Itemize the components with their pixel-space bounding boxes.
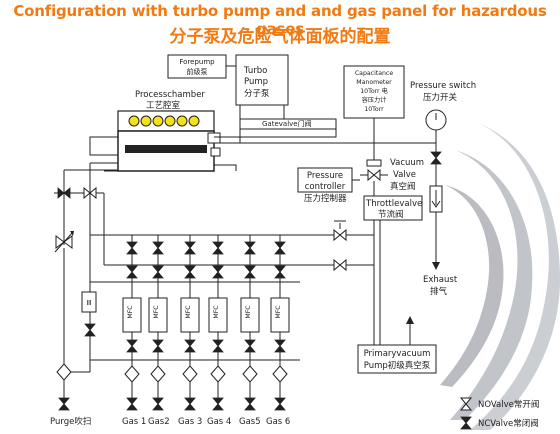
wafer-platen xyxy=(125,145,207,153)
primary-vacuum-label-zh: Pump初级真空泵 xyxy=(364,360,431,371)
gas-stick-2: MFC xyxy=(148,235,168,411)
turbo-pump-label-zh: 分子泵 xyxy=(244,89,270,99)
heater-lamps xyxy=(128,115,200,127)
mfc-2-label: MFC xyxy=(153,305,160,318)
legend-nc-valve-icon xyxy=(460,416,472,430)
turbo-pump-label-2: Pump xyxy=(244,77,268,87)
filter-box xyxy=(81,291,97,313)
process-chamber-label: Processchamber xyxy=(135,90,205,100)
capacitance-label-5: 10Torr xyxy=(364,106,384,113)
throttle-valve-box xyxy=(363,195,423,221)
process-chamber-label-zh: 工艺腔室 xyxy=(146,100,181,111)
vacuum-valve-symbol xyxy=(367,169,381,181)
capacitance-label-3: 10Torr 电 xyxy=(360,87,388,95)
exhaust-label: Exhaust xyxy=(423,275,458,285)
gas-label-3: Gas 3 xyxy=(178,417,202,427)
mfc-6-label: MFC xyxy=(275,305,282,318)
gas-stick-1: MFC xyxy=(122,235,142,411)
bypass-valve-upper xyxy=(333,229,347,241)
title-english: Configuration with turbo pump and and ga… xyxy=(13,2,547,38)
throttle-valve-label: Throttlevalve xyxy=(365,199,422,209)
pressure-controller-label-zh: 压力控制器 xyxy=(304,193,347,204)
purge-inlet-valve xyxy=(58,397,70,411)
mfc-5-label: MFC xyxy=(245,305,252,318)
gas-label-2: Gas2 xyxy=(148,417,170,427)
purge-valve-lower xyxy=(84,323,96,337)
purge-regulator xyxy=(56,363,72,381)
title-chinese: 分子泵及危险气体面板的配置 xyxy=(169,27,391,47)
gas-label-4: Gas 4 xyxy=(207,417,231,427)
gatevalve-bar xyxy=(239,118,337,130)
capacitance-label-1: Capacitance xyxy=(355,70,393,77)
bypass-valve-lower xyxy=(333,259,347,271)
mfc-3-label: MFC xyxy=(185,305,192,318)
legend-no-valve-label: NOValve常开阀 xyxy=(478,399,539,410)
pressure-switch-label-zh: 压力开关 xyxy=(423,92,458,103)
mfc-4-label: MFC xyxy=(213,305,220,318)
forepump-label: Forepump xyxy=(179,58,215,66)
gas-stick-6: MFC xyxy=(270,235,290,411)
primary-vacuum-label: Primaryvacuum xyxy=(364,349,431,359)
gatevalve-label: Gatevalve门阀 xyxy=(262,119,312,128)
legend-nc-valve-label: NCValve常闭阀 xyxy=(478,418,539,429)
primary-vacuum-pump-box xyxy=(357,344,437,374)
gas-stick-3: MFC xyxy=(180,235,200,411)
turbo-pump-label-1: Turbo xyxy=(243,66,267,76)
gas-stick-4: MFC xyxy=(208,235,228,411)
capacitance-label-4: 容压力计 xyxy=(362,96,387,104)
filter-label: Ⅲ xyxy=(87,299,92,307)
pressure-controller-label-2: controller xyxy=(305,182,346,192)
vacuum-valve-label-1: Vacuum xyxy=(390,158,424,168)
exhaust-label-zh: 排气 xyxy=(430,286,448,297)
gas-stick-5: MFC xyxy=(240,235,260,411)
legend: NOValve常开阀 NCValve常闭阀 xyxy=(460,397,539,430)
gas-label-6: Gas 6 xyxy=(266,417,290,427)
turbo-flange xyxy=(239,104,285,120)
forepump-label-zh: 前级泵 xyxy=(187,67,208,76)
pressure-switch-label: Pressure switch xyxy=(410,81,476,91)
throttle-valve-label-zh: 节流阀 xyxy=(378,209,404,220)
gas-label-5: Gas5 xyxy=(239,417,261,427)
vacuum-valve-label-2: Valve xyxy=(393,170,416,180)
turbo-pump-box xyxy=(235,54,289,106)
capacitance-manometer-box xyxy=(343,65,405,119)
gas-label-1: Gas 1 xyxy=(122,417,146,427)
purge-label: Purge吹扫 xyxy=(50,416,91,427)
mfc-1-label: MFC xyxy=(127,305,134,318)
pressure-switch-valve xyxy=(430,151,442,165)
pressure-controller-label-1: Pressure xyxy=(307,171,343,181)
capacitance-label-2: Manometer xyxy=(356,79,392,86)
swirl-decoration xyxy=(440,120,560,430)
vacuum-valve-label-zh: 真空阀 xyxy=(390,181,416,192)
